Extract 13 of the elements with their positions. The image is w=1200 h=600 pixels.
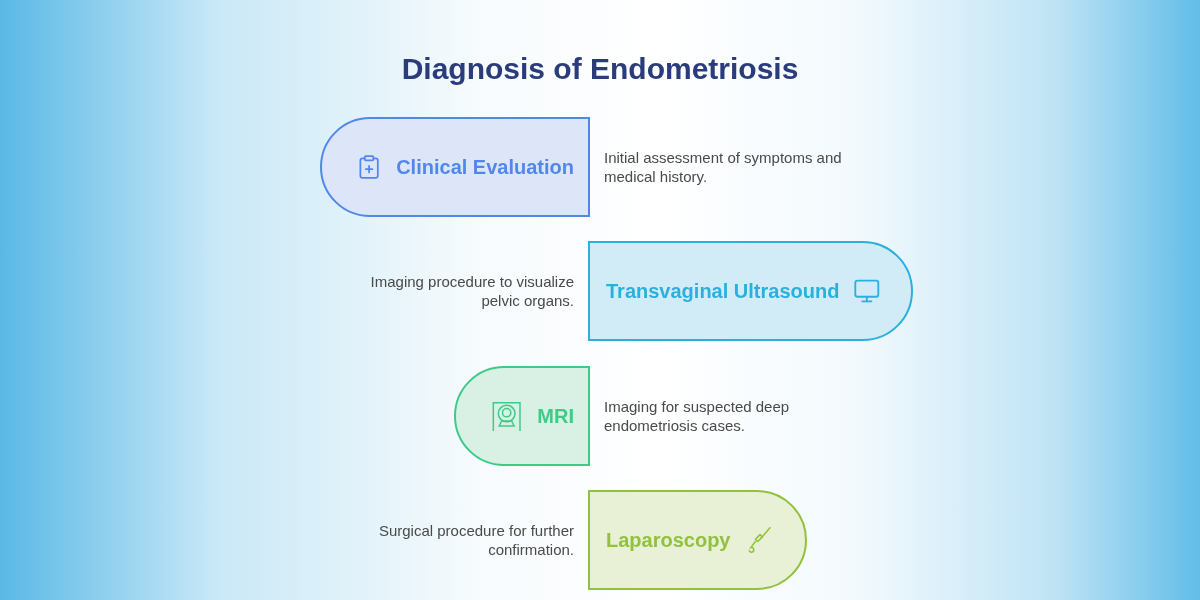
step-title: Laparoscopy bbox=[606, 528, 731, 552]
step-title: Transvaginal Ultrasound bbox=[606, 279, 840, 303]
diagram-title: Diagnosis of Endometriosis bbox=[400, 52, 800, 86]
step-description: Surgical procedure for further confirmation. bbox=[377, 521, 574, 559]
step-title: Clinical Evaluation bbox=[396, 155, 574, 179]
step-pill bbox=[588, 241, 913, 341]
step-pill bbox=[320, 117, 590, 217]
step-title: MRI bbox=[537, 404, 574, 428]
step-pill bbox=[454, 366, 590, 466]
step-description: Imaging procedure to visualize pelvic organs. bbox=[369, 272, 574, 310]
step-pill bbox=[588, 490, 807, 590]
step-description: Imaging for suspected deep endometriosis cases. bbox=[604, 397, 791, 435]
step-description: Initial assessment of symptoms and medical history. bbox=[604, 148, 843, 186]
